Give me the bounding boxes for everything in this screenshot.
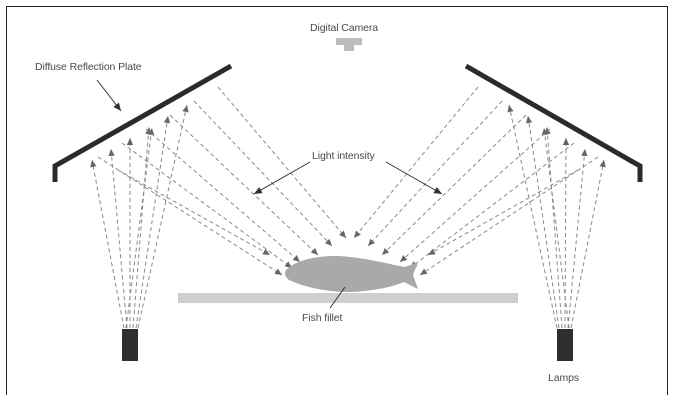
- lamp-left: [122, 329, 138, 361]
- lamp-ray-left: [137, 104, 189, 329]
- reflected-ray-right: [367, 100, 503, 247]
- diagram-frame: [6, 6, 668, 395]
- lamp-ray-right: [507, 104, 558, 329]
- intensity-label: Light intensity: [312, 150, 375, 162]
- intensity-pointer-right: [385, 161, 443, 195]
- lamp-ray-left: [135, 115, 171, 329]
- fish-label: Fish fillet: [302, 312, 343, 324]
- reflection-plate-right: [464, 63, 643, 182]
- fish-pointer-line: [329, 286, 346, 309]
- reflected-ray-left: [145, 128, 301, 263]
- reflected-ray-left: [97, 156, 283, 276]
- conveyor-belt: [178, 293, 518, 303]
- reflected-ray-right: [381, 114, 527, 256]
- reflected-ray-left: [217, 86, 347, 239]
- digital-camera-icon: [336, 38, 362, 51]
- reflected-ray-left: [117, 169, 271, 256]
- reflected-ray-right: [419, 156, 599, 276]
- reflected-ray-right: [427, 169, 579, 256]
- lamp-ray-left: [108, 148, 128, 329]
- plate-label: Diffuse Reflection Plate: [35, 61, 142, 73]
- reflected-ray-right: [409, 142, 575, 269]
- lamp-ray-right: [567, 148, 588, 329]
- reflected-rays-left: [97, 86, 347, 276]
- lamp-ray-right: [525, 115, 560, 329]
- lamp-ray-right: [570, 159, 606, 329]
- reflected-ray-right: [353, 86, 479, 239]
- lamp-ray-right: [541, 127, 570, 329]
- lamp-right: [557, 329, 573, 361]
- lamp-ray-left: [90, 159, 125, 329]
- reflection-plate-left: [52, 63, 233, 182]
- lamp-rays-right: [507, 104, 606, 329]
- lamp-ray-right: [544, 126, 563, 329]
- camera-label: Digital Camera: [310, 22, 379, 34]
- reflected-rays-right: [353, 86, 599, 276]
- plate-pointer-arrow: [96, 79, 122, 112]
- lamps-label: Lamps: [548, 372, 580, 384]
- fish-fillet-shape: [285, 256, 418, 292]
- reflected-ray-left: [193, 100, 333, 247]
- reflected-ray-right: [399, 128, 551, 263]
- reflected-ray-left: [121, 142, 293, 269]
- reflected-ray-left: [169, 114, 319, 256]
- intensity-pointer-left: [253, 161, 311, 195]
